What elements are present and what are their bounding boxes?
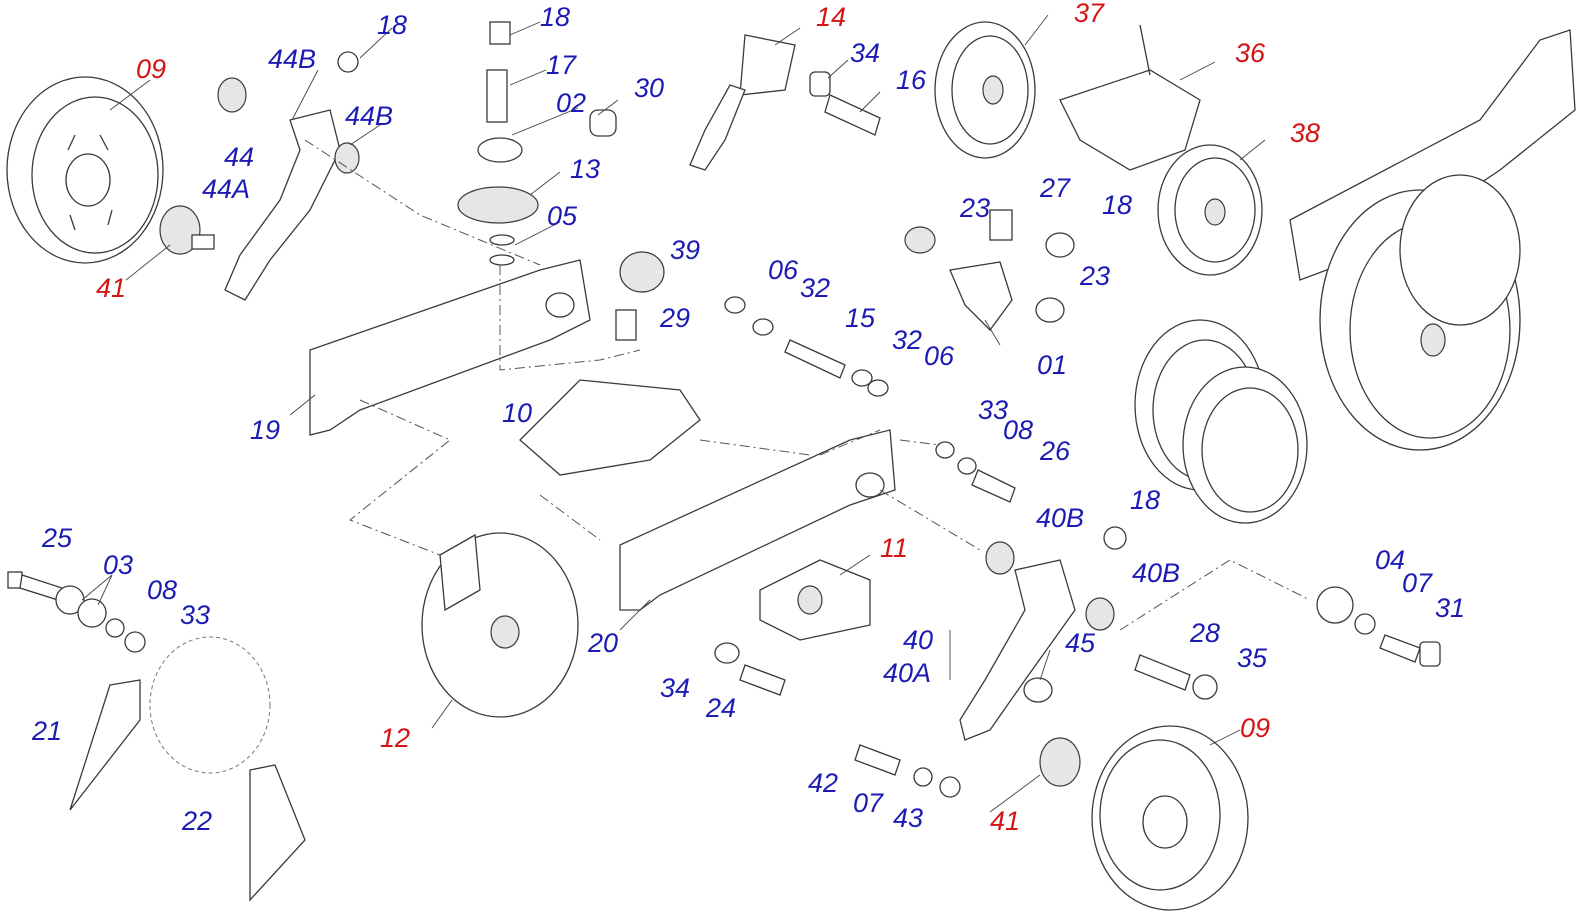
callout-16: 16 [896,65,927,95]
callout-22: 22 [182,806,213,836]
callout-24: 24 [706,693,737,723]
callout-21: 21 [32,716,63,746]
gauge-wheel-top-left [6,76,164,264]
callout-37: 37 [1074,0,1105,28]
assembly-centerlines [304,139,1311,631]
bolt-28 [1134,654,1218,700]
callout-08: 08 [147,575,178,605]
callout-05: 05 [547,201,578,231]
disc-37 [934,21,1036,159]
callout-40b: 40B [1036,503,1085,533]
callout-31: 31 [1435,593,1466,623]
callout-20: 20 [588,628,619,658]
bracket-10 [519,379,701,476]
part-11 [759,559,871,641]
gauge-wheel-bottom [1091,725,1249,911]
callout-40: 40 [903,625,934,655]
callout-42: 42 [808,768,839,798]
callout-18: 18 [377,10,408,40]
callout-13: 13 [570,154,601,184]
callout-40b: 40B [1132,558,1181,588]
callout-18: 18 [1102,190,1133,220]
arm-19 [309,259,591,436]
callout-40a: 40A [883,658,932,688]
callout-17: 17 [546,50,577,80]
disc-38 [1157,144,1263,276]
callout-23: 23 [960,193,991,223]
callout-32: 32 [800,273,831,303]
callout-19: 19 [250,415,281,445]
callout-23: 23 [1080,261,1111,291]
callout-28: 28 [1190,618,1221,648]
callout-27: 27 [1040,173,1071,203]
callout-03: 03 [103,550,134,580]
spindle-stack [457,21,617,266]
opener-disc-12 [421,532,579,718]
callout-08: 08 [1003,415,1034,445]
callout-18: 18 [1130,485,1161,515]
callout-35: 35 [1237,643,1268,673]
callout-06: 06 [768,255,799,285]
callout-09: 09 [1240,713,1271,743]
callout-34: 34 [660,673,691,703]
callout-34: 34 [850,38,881,68]
callout-10: 10 [502,398,533,428]
frame-36 [1059,24,1201,171]
callout-07: 07 [853,788,884,818]
arm-44 [217,51,360,301]
fastener-group-31 [1316,586,1441,667]
hub-top-left [159,205,215,255]
assembled-row-unit [1134,29,1576,524]
shaft-group-15 [615,251,889,397]
callout-15: 15 [845,303,876,333]
callout-09: 09 [136,54,167,84]
callout-38: 38 [1290,118,1321,148]
bolt-group-26 [935,441,1016,503]
callout-04: 04 [1375,545,1406,575]
callout-41: 41 [990,806,1021,836]
callout-43: 43 [893,803,924,833]
callout-12: 12 [380,723,411,753]
pivot-parts [904,209,1075,331]
callout-36: 36 [1235,38,1266,68]
callout-06: 06 [924,341,955,371]
leader-lines [81,14,1266,813]
callout-11: 11 [880,533,909,563]
callout-44b: 44B [345,101,394,131]
arm-20 [619,429,896,611]
arm-40 [959,526,1127,741]
callout-07: 07 [1402,568,1433,598]
callout-25: 25 [42,523,73,553]
callout-44a: 44A [202,174,251,204]
callout-18: 18 [540,2,571,32]
callout-26: 26 [1040,436,1071,466]
callout-45: 45 [1065,628,1096,658]
fastener-group-25 [7,571,146,653]
callout-44: 44 [224,142,255,172]
depth-handle-14 [689,34,881,171]
callout-14: 14 [816,2,847,32]
callout-01: 01 [1037,350,1068,380]
scrapers [69,636,306,902]
bolt-group-24 [714,642,786,696]
callout-41: 41 [96,273,127,303]
callout-32: 32 [892,325,923,355]
callout-39: 39 [670,235,701,265]
callout-33: 33 [978,395,1009,425]
callout-29: 29 [660,303,691,333]
callout-44b: 44B [268,44,317,74]
callout-02: 02 [556,88,587,118]
fastener-group-42 [854,744,961,798]
hub-bottom [1039,737,1081,787]
callout-30: 30 [634,73,665,103]
callout-33: 33 [180,600,211,630]
